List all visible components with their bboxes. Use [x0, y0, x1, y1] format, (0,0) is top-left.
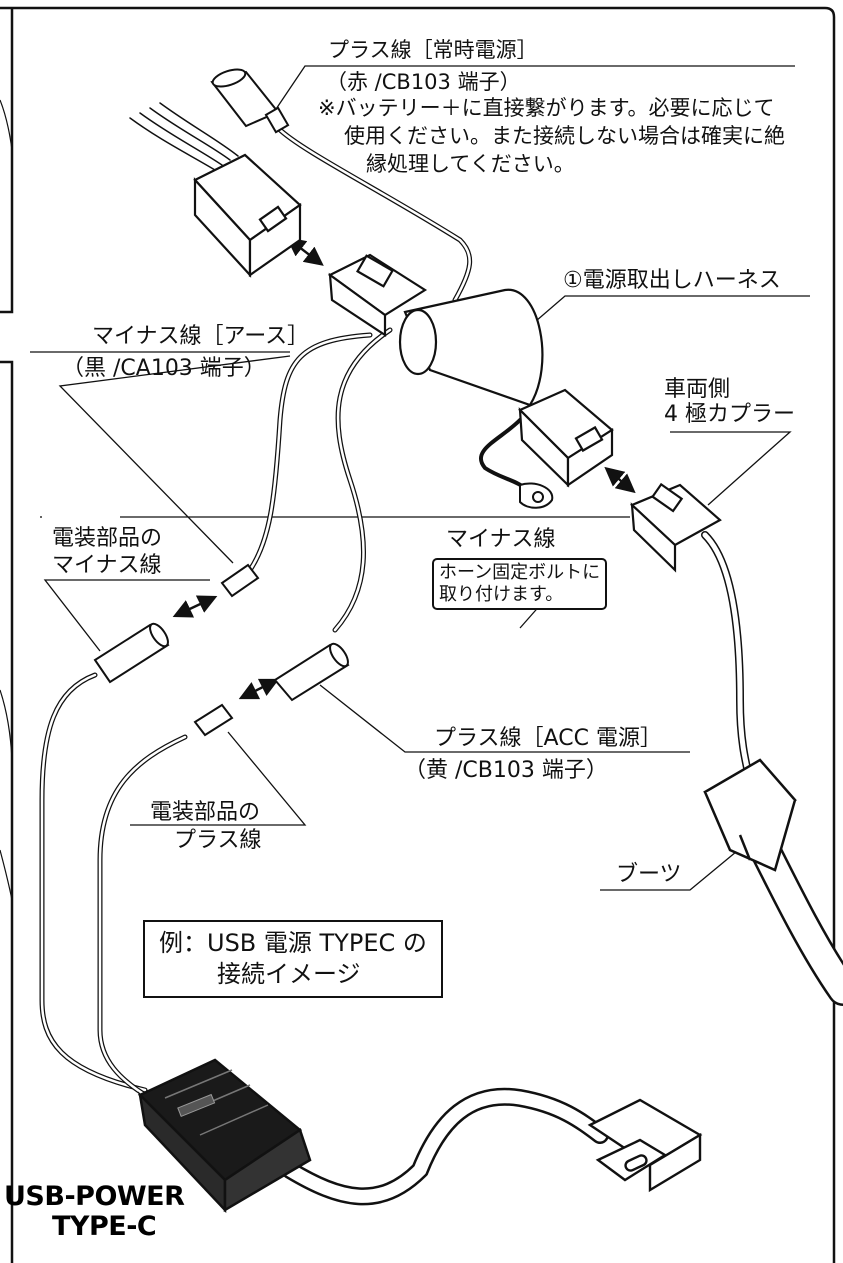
- minus-line-title: マイナス線: [446, 527, 556, 552]
- example-line-1: 例：USB 電源 TYPEC の: [159, 929, 427, 957]
- accessory-plus-line-1: 電装部品の: [150, 800, 261, 825]
- product-name-line-1: USB-POWER: [4, 1181, 185, 1212]
- coupler-harness-end: [518, 388, 614, 488]
- plus-constant-title: プラス線［常時電源］: [328, 38, 538, 62]
- boot: [703, 758, 797, 872]
- product-name: USB-POWER TYPE-C: [4, 1181, 185, 1243]
- example-box: 例：USB 電源 TYPEC の 接続イメージ: [143, 920, 443, 999]
- plus-constant-terminal: （赤 /CB103 端子）: [326, 70, 521, 94]
- plus-constant-note-3: 縁処理してください。: [366, 152, 575, 176]
- vehicle-coupler-line-2: 4 極カプラー: [664, 402, 795, 427]
- ring-terminal: [519, 482, 554, 509]
- boot-label: ブーツ: [616, 862, 682, 887]
- plus-acc-title: プラス線［ACC 電源］: [434, 726, 662, 751]
- constant-power-plug: [210, 68, 290, 134]
- minus-ground-terminal: （黒 /CA103 端子）: [62, 356, 266, 381]
- accessory-minus-line-1: 電装部品の: [52, 526, 163, 551]
- bullet-connectors: [93, 563, 350, 737]
- plus-constant-note-1: ※バッテリー＋に直接繋がります。必要に応じて: [318, 96, 775, 120]
- usb-power-unit: [137, 1058, 312, 1214]
- left-panel-frame: [0, 6, 836, 1263]
- accessory-minus-line-2: マイナス線: [52, 553, 162, 578]
- harness-sleeve: [398, 288, 544, 407]
- horn-bolt-note: ホーン固定ボルトに 取り付けます。: [432, 558, 608, 610]
- example-line-2: 接続イメージ: [217, 960, 361, 989]
- coupler-upper-left: [193, 153, 302, 278]
- harness-label: ①電源取出しハーネス: [563, 268, 781, 293]
- minus-ground-title: マイナス線［アース］: [92, 324, 310, 349]
- coupler-middle: [327, 253, 428, 338]
- vehicle-coupler-line-1: 車両側: [664, 377, 731, 402]
- vehicle-coupler: [629, 482, 722, 573]
- horn-bolt-note-line-1: ホーン固定ボルトに: [439, 562, 601, 583]
- plus-constant-note-2: 使用ください。また接続しない場合は確実に絶: [344, 124, 785, 148]
- horn-bolt-note-line-2: 取り付けます。: [439, 583, 564, 605]
- accessory-plus-line-2: プラス線: [174, 828, 262, 853]
- usb-c-socket: [587, 1098, 703, 1193]
- plus-acc-terminal: （黄 /CB103 端子）: [404, 758, 608, 783]
- product-name-line-2: TYPE-C: [52, 1211, 157, 1243]
